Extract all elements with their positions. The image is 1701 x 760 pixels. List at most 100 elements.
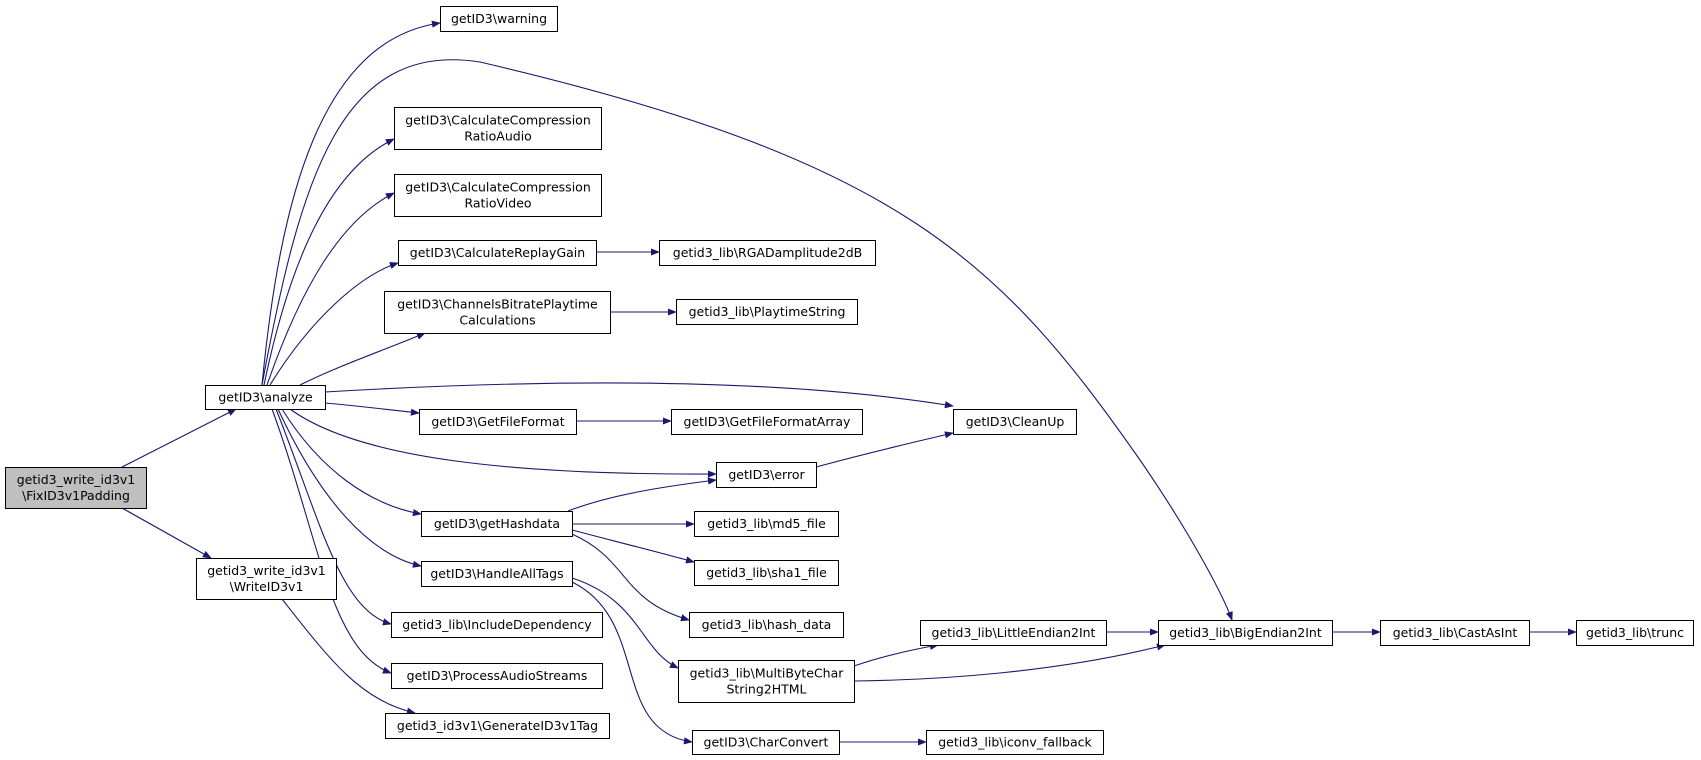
node-sha1[interactable]: getid3_lib\sha1_file <box>694 560 839 586</box>
node-label: getid3_lib\hash_data <box>702 617 832 632</box>
edge-path <box>281 408 422 517</box>
node-label: getID3\ChannelsBitratePlaytime <box>397 297 598 312</box>
node-box <box>692 730 840 755</box>
node-writeid3v1[interactable]: getid3_write_id3v1\WriteID3v1 <box>196 558 337 600</box>
edges-layer <box>121 20 1577 746</box>
edge-handlealltags-to-multibyte <box>571 577 679 669</box>
node-box <box>384 291 611 334</box>
node-rgad[interactable]: getid3_lib\RGADamplitude2dB <box>659 240 876 266</box>
edge-path <box>269 262 399 386</box>
node-label: getID3\ProcessAudioStreams <box>407 668 588 683</box>
node-analyze[interactable]: getID3\analyze <box>205 385 326 410</box>
node-trunc[interactable]: getid3_lib\trunc <box>1576 620 1694 646</box>
edge-path <box>266 192 395 386</box>
node-box <box>421 561 573 587</box>
node-root[interactable]: getid3_write_id3v1\FixID3v1Padding <box>5 467 147 509</box>
edge-analyze-to-getfileformat <box>324 402 420 416</box>
edge-path <box>853 642 939 667</box>
edge-path <box>289 408 717 478</box>
edge-path <box>324 402 420 416</box>
node-box <box>391 663 603 689</box>
edge-multibyte-to-bigendian <box>853 643 1166 682</box>
node-box <box>419 409 577 435</box>
edge-path <box>277 408 422 568</box>
node-warning[interactable]: getID3\warning <box>440 6 558 32</box>
edge-path <box>261 20 441 386</box>
edge-path <box>815 431 954 468</box>
node-label: getid3_id3v1\GenerateID3v1Tag <box>397 718 598 733</box>
node-charconvert[interactable]: getID3\CharConvert <box>692 730 840 755</box>
node-label: getid3_write_id3v1 <box>17 472 136 487</box>
node-error[interactable]: getID3\error <box>716 462 817 488</box>
node-label: \FixID3v1Padding <box>22 488 130 503</box>
node-label: \WriteID3v1 <box>230 579 304 594</box>
edge-path <box>571 529 695 564</box>
node-iconv[interactable]: getid3_lib\iconv_fallback <box>926 730 1104 755</box>
edge-writeid3v1-to-generatetag <box>281 598 416 715</box>
node-label: RatioVideo <box>464 196 531 211</box>
node-label: getID3\getHashdata <box>434 516 560 531</box>
node-cleanup[interactable]: getID3\CleanUp <box>953 409 1077 435</box>
node-box <box>659 240 876 266</box>
node-hashdata[interactable]: getid3_lib\hash_data <box>689 612 844 638</box>
edge-path <box>571 577 679 669</box>
node-replaygain[interactable]: getID3\CalculateReplayGain <box>398 240 597 266</box>
edge-path <box>121 408 237 468</box>
node-box <box>671 409 863 435</box>
node-label: getid3_lib\IncludeDependency <box>402 617 592 632</box>
node-label: RatioAudio <box>464 129 532 144</box>
node-box <box>953 409 1077 435</box>
node-getfileformatarray[interactable]: getID3\GetFileFormatArray <box>671 409 863 435</box>
node-label: getID3\CalculateCompression <box>405 180 591 195</box>
edge-path <box>281 598 416 715</box>
edge-analyze-to-channels <box>299 332 426 386</box>
node-label: getID3\error <box>728 467 805 482</box>
node-handlealltags[interactable]: getID3\HandleAllTags <box>421 561 573 587</box>
node-label: getid3_lib\trunc <box>1586 625 1684 640</box>
edge-path <box>853 643 1166 682</box>
edge-analyze-to-ccvideo <box>266 192 395 386</box>
node-label: getid3_lib\LittleEndian2Int <box>932 625 1096 640</box>
node-box <box>716 462 817 488</box>
edge-path <box>121 507 212 559</box>
node-processaudio[interactable]: getID3\ProcessAudioStreams <box>391 663 603 689</box>
node-label: getid3_lib\CastAsInt <box>1393 625 1518 640</box>
nodes-layer: getid3_write_id3v1\FixID3v1Padding getID3… <box>5 6 1694 755</box>
edge-analyze-to-gethashdata <box>281 408 422 517</box>
edge-analyze-to-error <box>289 408 717 478</box>
node-generatetag[interactable]: getid3_id3v1\GenerateID3v1Tag <box>385 713 610 739</box>
node-getfileformat[interactable]: getID3\GetFileFormat <box>419 409 577 435</box>
node-box <box>1576 620 1694 646</box>
node-label: getid3_lib\sha1_file <box>706 565 827 580</box>
node-channels[interactable]: getID3\ChannelsBitratePlaytimeCalculatio… <box>384 291 611 334</box>
edge-handlealltags-to-charconvert <box>571 581 693 745</box>
node-bigendian[interactable]: getid3_lib\BigEndian2Int <box>1158 620 1333 646</box>
node-littleendian[interactable]: getid3_lib\LittleEndian2Int <box>920 620 1107 646</box>
node-label: getid3_lib\md5_file <box>707 516 826 531</box>
edge-error-to-cleanup <box>815 431 954 468</box>
node-box <box>678 660 855 703</box>
node-md5[interactable]: getid3_lib\md5_file <box>694 511 839 537</box>
node-box <box>926 730 1104 755</box>
node-includedep[interactable]: getid3_lib\IncludeDependency <box>391 612 603 638</box>
node-label: getID3\CleanUp <box>966 414 1065 429</box>
node-label: getID3\CharConvert <box>704 735 829 750</box>
node-box <box>5 467 147 509</box>
edge-gethashdata-to-error <box>567 477 717 512</box>
edge-path <box>571 533 690 622</box>
node-box <box>391 612 603 638</box>
node-label: getID3\CalculateCompression <box>405 113 591 128</box>
node-gethashdata[interactable]: getID3\getHashdata <box>421 511 573 537</box>
node-box <box>394 107 602 150</box>
node-castasint[interactable]: getid3_lib\CastAsInt <box>1380 620 1530 646</box>
node-box <box>394 174 602 217</box>
edge-analyze-to-processaudio <box>271 408 392 674</box>
node-label: String2HTML <box>726 682 806 697</box>
node-label: getID3\HandleAllTags <box>430 566 563 581</box>
edge-path <box>567 477 717 512</box>
edge-analyze-to-handlealltags <box>277 408 422 568</box>
node-playtime[interactable]: getid3_lib\PlaytimeString <box>676 299 858 325</box>
